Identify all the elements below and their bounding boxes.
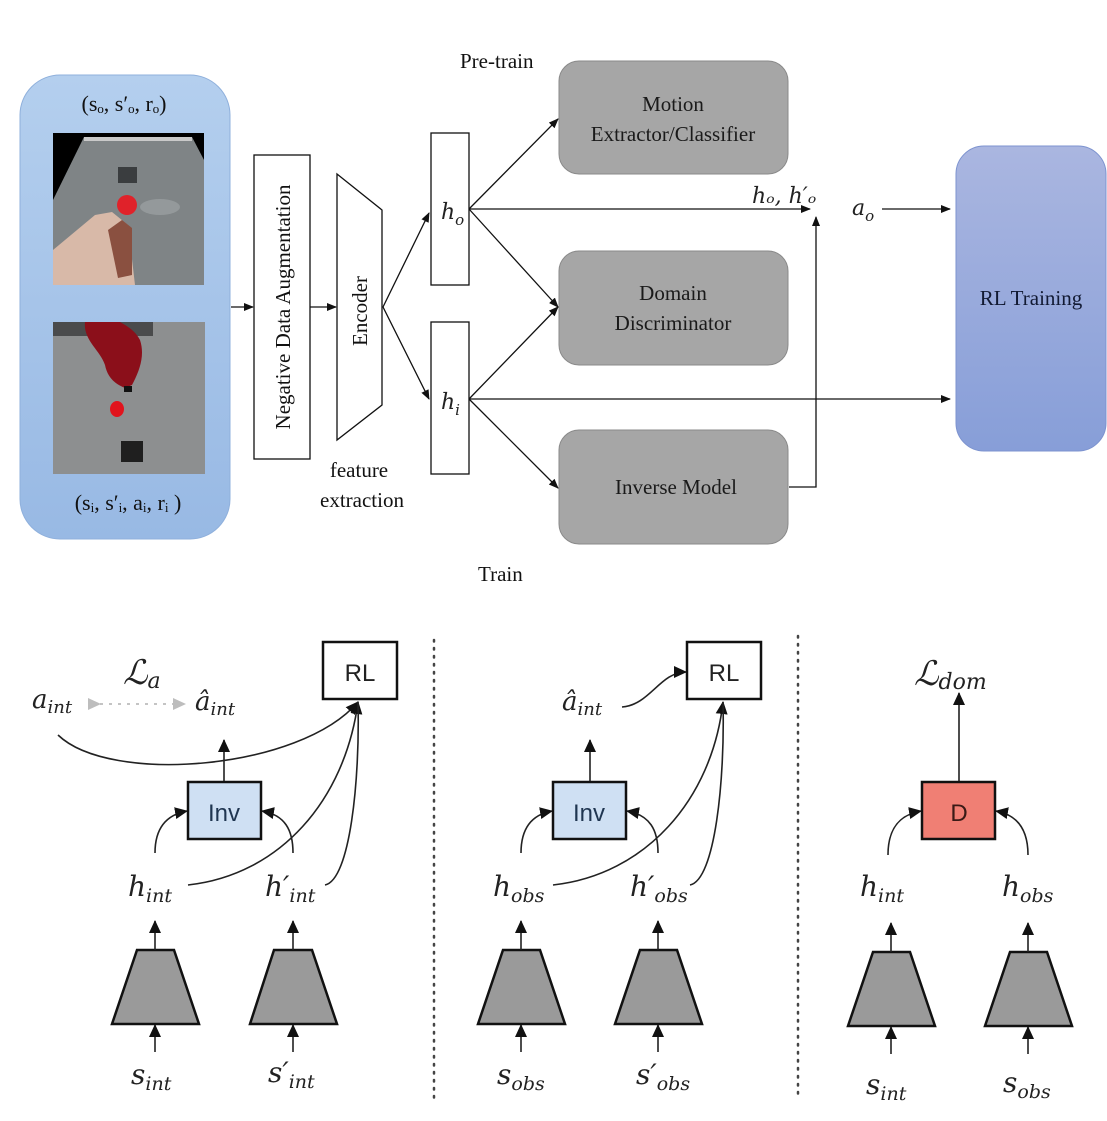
rl-box-2	[685, 640, 763, 701]
nda-box: Negative Data Augmentation	[253, 154, 311, 460]
train-label: Train	[478, 562, 523, 586]
rl-training-box: RL Training	[955, 145, 1107, 452]
feature-extraction-caption-2: extraction	[320, 488, 404, 512]
edge-ho-to-motion	[468, 118, 559, 210]
encoder-label: Encoder	[348, 276, 372, 346]
ho-feature-box: ho	[430, 132, 470, 286]
h-obs-prime-label: h′obs	[630, 870, 688, 907]
rl-box-1	[321, 640, 399, 701]
s-int-prime-label: s′int	[268, 1056, 315, 1093]
panel-domain-discriminator: ℒdom D hint hobs sint sobs	[846, 654, 1074, 1105]
human-demo-image	[53, 133, 204, 285]
h-int-to-rl-curve	[187, 701, 363, 886]
h-obs-label-3: hobs	[1002, 870, 1054, 907]
domain-loss-label: ℒdom	[914, 654, 987, 695]
hi-label: hi	[441, 390, 460, 419]
interaction-tuple: (sᵢ, s′ᵢ, aᵢ, rᵢ )	[75, 490, 182, 515]
h-obs-label: hobs	[493, 870, 545, 907]
edge-hi-to-inverse	[468, 398, 559, 489]
pretrain-label: Pre-train	[460, 49, 534, 73]
s-obs-label: sobs	[497, 1058, 545, 1095]
s-int-label: sint	[131, 1058, 172, 1095]
a-hat-int-label-2: âint	[562, 687, 603, 720]
a-int-label: aint	[32, 685, 73, 718]
ho-pair-label: hₒ, h′ₒ	[752, 184, 816, 209]
nda-label: Negative Data Augmentation	[271, 184, 295, 429]
domain-label-2: Discriminator	[615, 311, 732, 335]
rl-label-2: RL	[709, 660, 740, 687]
s-obs-prime-label: s′obs	[636, 1058, 690, 1095]
edge-hi-to-domain	[468, 306, 559, 400]
a-hat-to-rl-curve	[621, 666, 687, 708]
inv-box-2	[551, 780, 628, 841]
panel-interaction-inverse: ℒa aint âint RL Inv hint h′int	[32, 640, 399, 1095]
encoder-d-s-int	[846, 950, 937, 1028]
input-panel: (sₒ, s′ₒ, rₒ) (sᵢ, s′ᵢ,	[19, 74, 231, 540]
s-int-label-3: sint	[866, 1068, 907, 1105]
encoder-s-obs-prime	[613, 948, 704, 1026]
h-int-label: hint	[128, 870, 172, 907]
hi-feature-box: hi	[430, 321, 470, 475]
rl-label-1: RL	[345, 660, 376, 687]
h-obs-prime-to-rl-curve	[689, 701, 725, 886]
encoder-d-s-obs	[983, 950, 1074, 1028]
inverse-model-box: Inverse Model	[558, 429, 789, 545]
h-obs-to-d-curve	[995, 807, 1029, 856]
ho-label: ho	[441, 200, 464, 229]
h-int-to-inv-curve	[154, 807, 188, 854]
domain-label-1: Domain	[639, 281, 707, 305]
discriminator-box	[920, 780, 997, 841]
action-loss-label: ℒa	[123, 653, 161, 694]
h-int-prime-label: h′int	[265, 870, 316, 907]
h-obs-prime-to-inv-curve	[626, 807, 659, 854]
inv-label-1: Inv	[208, 800, 240, 827]
observation-tuple: (sₒ, s′ₒ, rₒ)	[82, 91, 167, 116]
discriminator-label: D	[950, 800, 967, 827]
s-obs-label-3: sobs	[1003, 1066, 1051, 1103]
motion-label-1: Motion	[642, 92, 704, 116]
h-obs-to-inv-curve	[520, 807, 553, 854]
feature-extraction-caption-1: feature	[330, 458, 388, 482]
inv-box-1	[186, 780, 263, 841]
panel-observation-inverse: RL âint Inv hobs h′obs sobs s′obs	[476, 640, 763, 1095]
h-obs-to-rl-curve	[552, 701, 728, 886]
h-int-prime-to-rl-curve	[324, 701, 360, 886]
inverse-label: Inverse Model	[615, 475, 737, 499]
top-pipeline: Pre-train Train (sₒ, s′ₒ, rₒ)	[19, 49, 1107, 586]
edge-encoder-to-hi	[382, 306, 430, 400]
encoder-s-int-prime	[248, 948, 339, 1026]
edge-encoder-to-ho	[382, 212, 430, 308]
domain-discriminator-box: Domain Discriminator	[558, 250, 789, 366]
motion-extractor-box: Motion Extractor/Classifier	[558, 60, 789, 175]
encoder-s-obs	[476, 948, 567, 1026]
encoder-s-int	[110, 948, 201, 1026]
h-int-label-3: hint	[860, 870, 904, 907]
a-int-to-rl-curve	[57, 701, 359, 766]
edge-inverse-to-ao	[789, 216, 820, 488]
a-hat-int-label: âint	[195, 687, 236, 720]
encoder-block: Encoder feature extraction	[320, 172, 404, 512]
ao-label: ao	[852, 196, 874, 225]
h-int-prime-to-inv-curve	[261, 807, 294, 854]
robot-sim-image	[53, 322, 205, 474]
bottom-panels: ℒa aint âint RL Inv hint h′int	[32, 634, 1074, 1105]
h-int-to-d-curve	[887, 807, 922, 856]
edge-ho-to-domain	[468, 208, 559, 308]
rl-training-label: RL Training	[980, 286, 1083, 310]
inv-label-2: Inv	[573, 800, 605, 827]
motion-label-2: Extractor/Classifier	[591, 122, 755, 146]
